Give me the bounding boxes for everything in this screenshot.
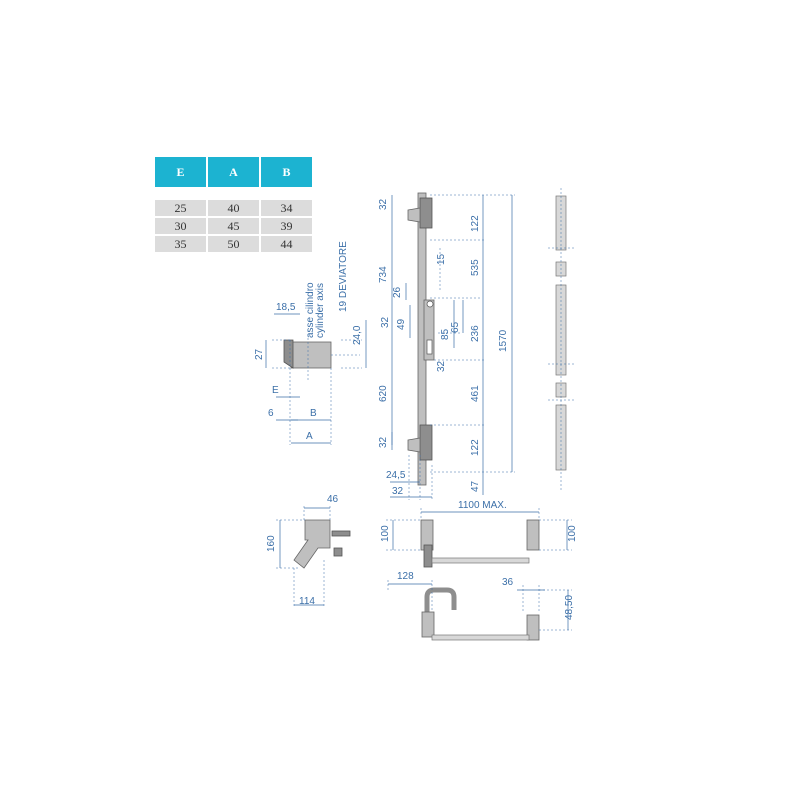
pull-handle	[424, 587, 457, 615]
table-cell: 30	[155, 218, 206, 234]
dim-32-bottom: 32	[392, 486, 404, 497]
dim-24-5: 24,5	[386, 470, 406, 481]
dim-1570: 1570	[498, 329, 509, 352]
dim-32-low: 32	[378, 436, 389, 448]
dim-128: 128	[397, 571, 414, 582]
dim-a: A	[306, 431, 313, 442]
dim-100-right: 100	[567, 525, 578, 542]
dim-122-bottom: 122	[470, 439, 481, 456]
pull-right-housing	[526, 614, 540, 641]
table-cell: 45	[208, 218, 259, 234]
central-lock-case	[423, 299, 435, 361]
dim-461: 461	[470, 385, 481, 402]
push-bar-front-view: 1100 MAX. 100 100	[380, 500, 578, 568]
dim-27: 27	[254, 348, 265, 360]
dim-620: 620	[378, 385, 389, 402]
dim-48-50: 48,50	[564, 595, 575, 620]
table-cell: 44	[261, 236, 312, 252]
dim-114: 114	[299, 596, 315, 607]
pull-left-housing	[421, 611, 435, 638]
dim-236: 236	[470, 325, 481, 342]
bottom-bolt	[407, 437, 421, 453]
table-cell: 39	[261, 218, 312, 234]
bar-right-housing	[526, 519, 540, 551]
dim-65: 65	[450, 321, 461, 333]
push-handle-side-view: 46 160 114	[266, 494, 351, 608]
label-1100-max: 1100 MAX.	[458, 500, 507, 511]
push-bar	[431, 557, 530, 564]
dim-b: B	[310, 408, 317, 419]
side-profile-strip	[548, 188, 574, 490]
table-cell: 40	[208, 200, 259, 216]
dim-85: 85	[440, 328, 451, 340]
table-cell: 34	[261, 200, 312, 216]
multipoint-lock-strip: 32 734 26 32 49 620 32 122 535 15 85 65 …	[378, 192, 515, 500]
dim-32-top: 32	[378, 198, 389, 210]
dim-18-5: 18,5	[276, 302, 296, 313]
lock-case-body	[290, 341, 332, 369]
dim-15: 15	[436, 253, 447, 265]
spindle-hole-icon	[426, 300, 434, 308]
dim-122-top: 122	[470, 215, 481, 232]
table-header-a: A	[208, 157, 259, 187]
dim-e: E	[272, 385, 279, 396]
handle-bracket	[293, 519, 331, 569]
cylinder-hole-icon	[426, 339, 433, 355]
lock-case-detail: 18,5 27 E 6 B A asse cilindro cylinder a…	[254, 241, 367, 445]
handle-block	[333, 547, 343, 557]
dim-6: 6	[268, 408, 274, 419]
dim-734: 734	[378, 266, 389, 283]
label-cylinder-axis-it: asse cilindro	[305, 282, 316, 338]
table-cell: 25	[155, 200, 206, 216]
dim-47: 47	[470, 480, 481, 492]
top-deviator	[419, 197, 433, 229]
dim-26: 26	[392, 286, 403, 298]
dim-36: 36	[502, 577, 514, 588]
dim-32-cyl: 32	[436, 360, 447, 372]
top-bolt	[407, 207, 421, 223]
table-cell: 35	[155, 236, 206, 252]
handle-spindle	[331, 530, 351, 537]
dim-535: 535	[470, 259, 481, 276]
pull-bar	[431, 634, 530, 641]
pull-handle-bar-view: 128 36 48,50	[387, 571, 575, 641]
dim-160: 160	[266, 535, 277, 552]
dim-49: 49	[396, 318, 407, 330]
table-header-e: E	[155, 157, 206, 187]
label-cylinder-axis-en: cylinder axis	[315, 283, 326, 338]
table-header-b: B	[261, 157, 312, 187]
bar-left-latch	[423, 544, 433, 568]
dim-100-left: 100	[380, 525, 391, 542]
dim-24-0: 24,0	[352, 325, 363, 345]
label-deviator: 19 DEVIATORE	[338, 241, 349, 312]
dim-46: 46	[327, 494, 339, 505]
dim-32-mid: 32	[380, 316, 391, 328]
table-cell: 50	[208, 236, 259, 252]
bottom-deviator	[419, 424, 433, 461]
lock-latch	[283, 339, 294, 369]
